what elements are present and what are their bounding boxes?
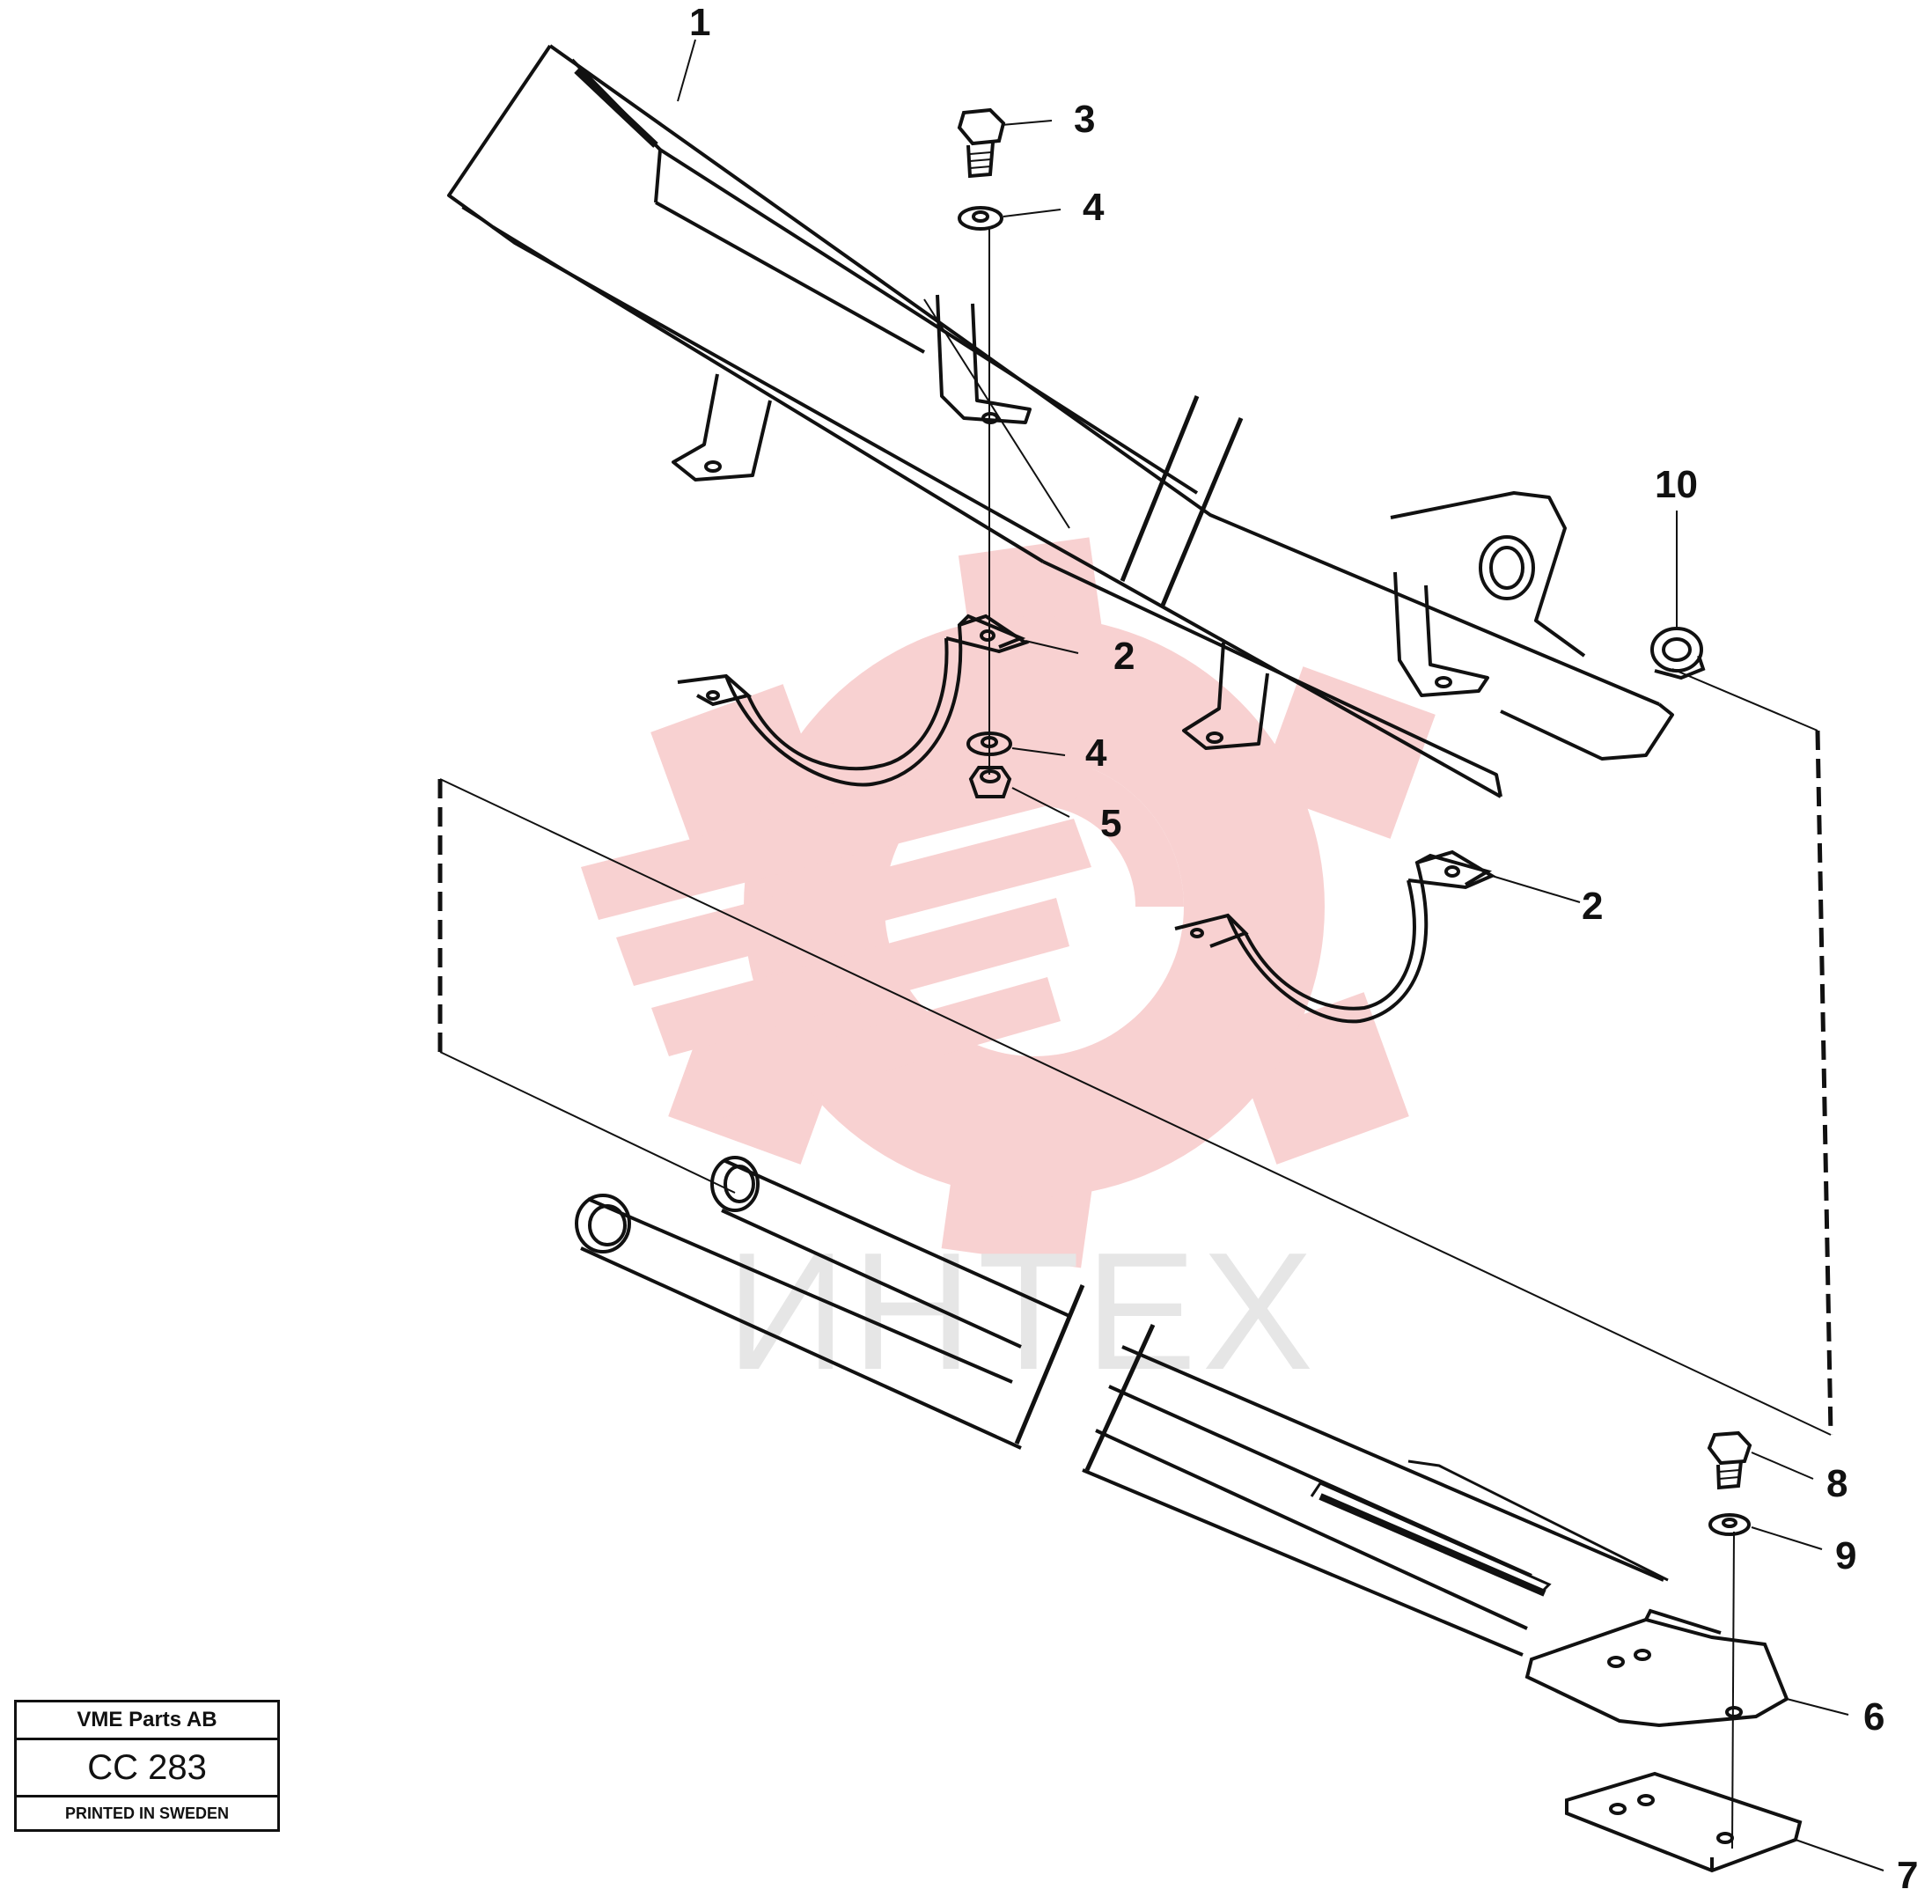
callout-8: 8 (1826, 1462, 1848, 1505)
title-block-printed: PRINTED IN SWEDEN (64, 1805, 229, 1822)
nut-part-5 (968, 766, 1012, 798)
bolt-part-8 (1707, 1430, 1752, 1490)
washer-part-4-bottom (966, 731, 1012, 756)
frame-beam-part-1 (447, 44, 1674, 798)
leader-lines (677, 39, 1884, 1871)
clamp-part-2-upper (677, 614, 1030, 787)
callout-10: 10 (1655, 463, 1698, 506)
callout-9: 9 (1835, 1534, 1856, 1577)
callout-4-bottom: 4 (1085, 731, 1107, 775)
title-block-company: VME Parts AB (17, 1702, 277, 1740)
bolt-part-3 (957, 107, 1006, 179)
title-block-code: CC 283 (17, 1740, 277, 1797)
tube-break-mark (1014, 1284, 1156, 1472)
callout-2-upper: 2 (1113, 635, 1135, 678)
callout-5: 5 (1100, 802, 1121, 845)
callout-7: 7 (1897, 1854, 1918, 1897)
phantom-outline (437, 668, 1833, 1436)
title-block: VME Parts AB CC 283 PRINTED IN SWEDEN (14, 1700, 280, 1832)
tube-rails (575, 1156, 1669, 1657)
callout-1: 1 (689, 1, 710, 44)
callout-4-top: 4 (1083, 186, 1105, 229)
mounting-plate-part-6 (1524, 1608, 1789, 1728)
washer-part-4-top (958, 206, 1003, 231)
watermark-text: ИНТЕХ (726, 1218, 1319, 1405)
callout-3: 3 (1074, 98, 1095, 141)
washer-part-9 (1708, 1513, 1751, 1536)
assembly-line-bolt-lower (1731, 1531, 1735, 1849)
callout-6: 6 (1863, 1695, 1884, 1739)
shim-plate-part-7 (1565, 1771, 1803, 1873)
callout-2-lower: 2 (1582, 885, 1603, 928)
beam-break-mark (1120, 395, 1244, 608)
